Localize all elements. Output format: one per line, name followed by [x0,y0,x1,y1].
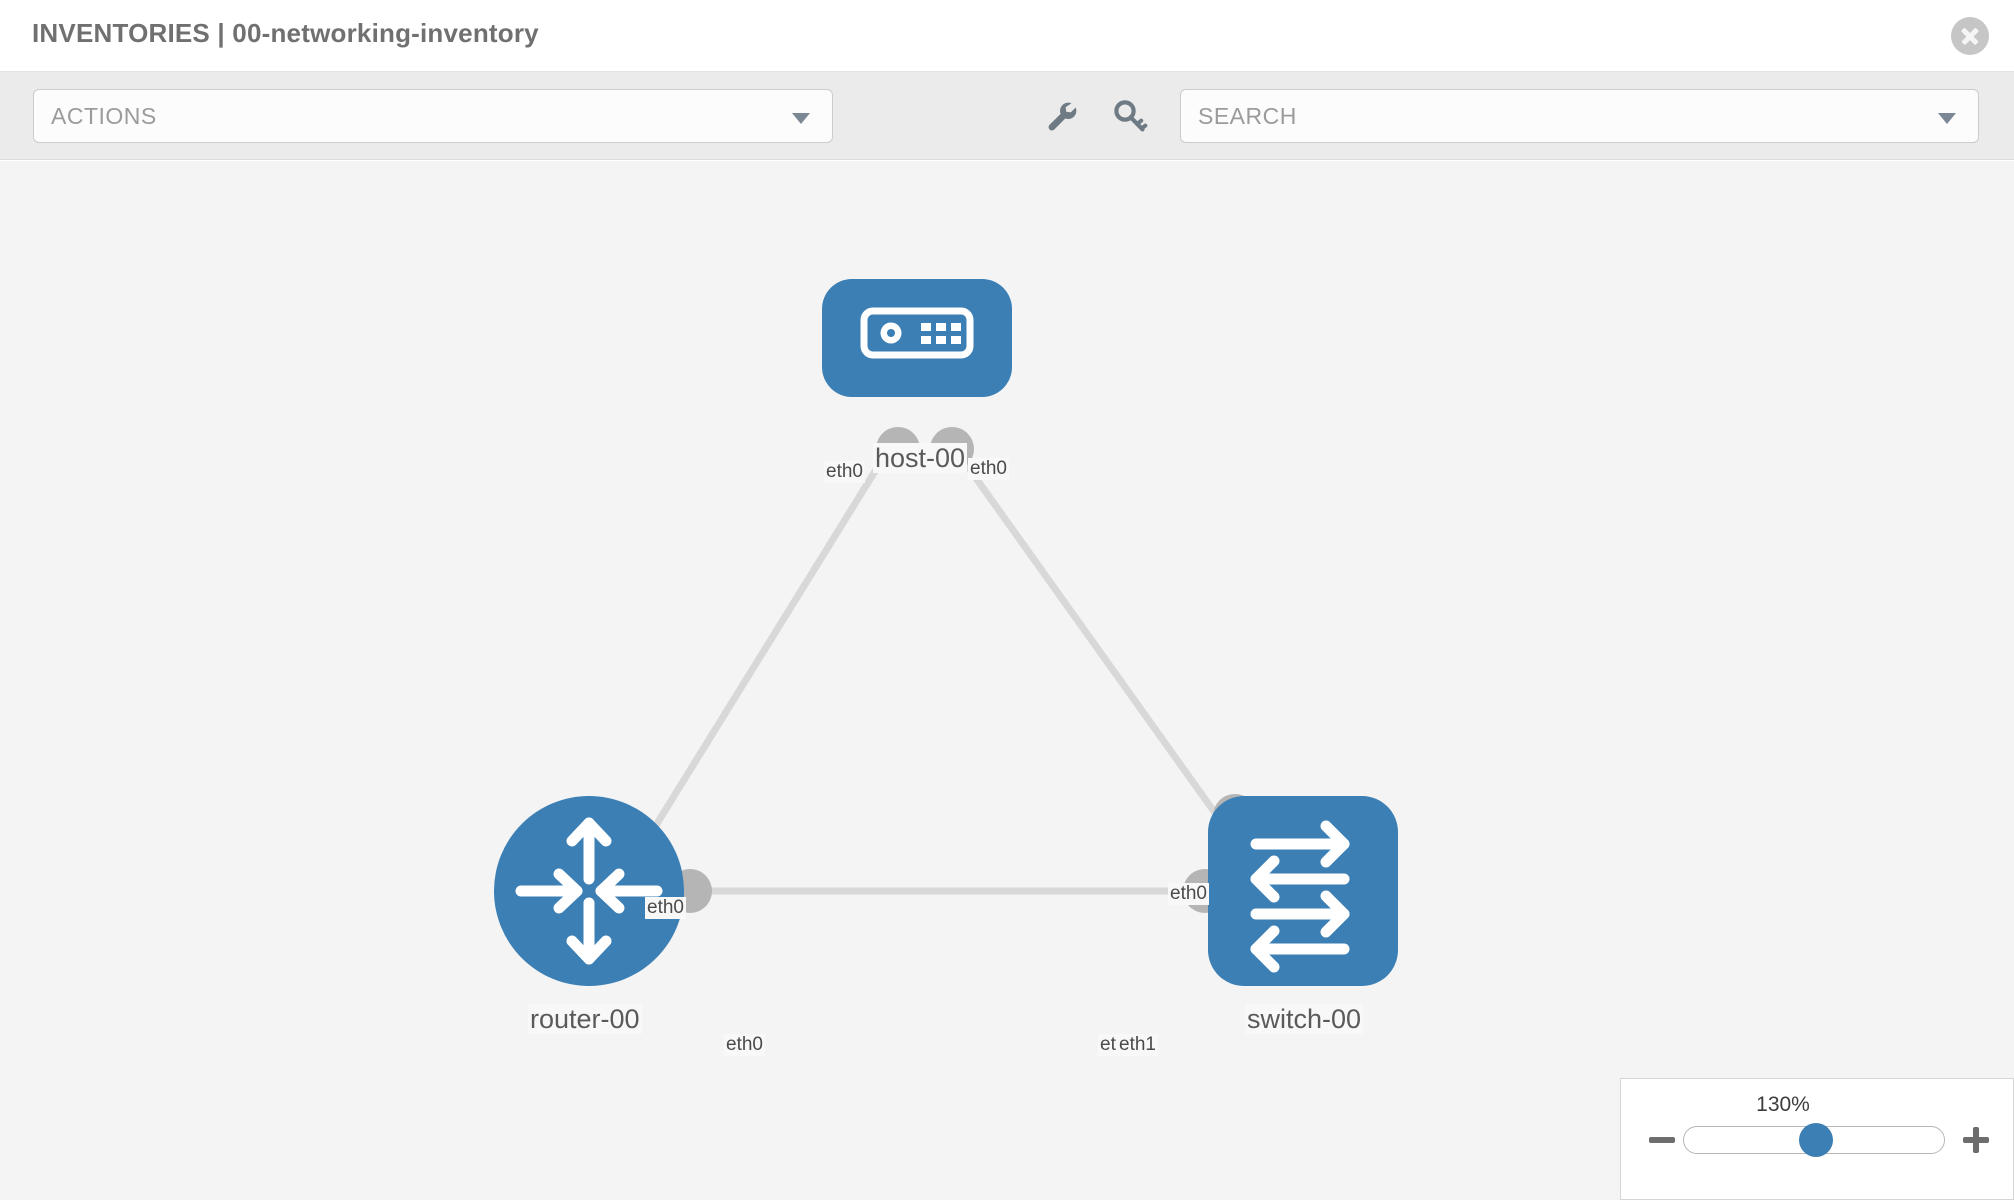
edge-host-router[interactable] [637,437,898,853]
switch-arrows-icon [1250,820,1350,973]
edge-label-host-router-near-host: eth0 [824,461,865,483]
node-label-router-00: router-00 [528,1004,642,1035]
key-icon[interactable] [1109,96,1151,138]
page-header: INVENTORIES | 00-networking-inventory [0,0,2014,72]
node-host-00[interactable] [822,279,1012,397]
edge-group [637,436,1238,895]
node-router-shape[interactable] [494,796,684,986]
node-label-switch-00: switch-00 [1245,1004,1364,1035]
close-circle-icon[interactable] [1951,17,1989,55]
node-host-shape[interactable] [822,279,1012,397]
edge-label-router-switch-near-switch: eth1 [1117,1034,1158,1056]
edge-label-host-router-near-router: eth0 [645,897,686,919]
edge-label-host-switch-near-host: eth0 [968,458,1009,480]
zoom-level-value: 130% [1756,1093,1810,1116]
wrench-icon[interactable] [1041,96,1083,138]
node-label-host-00: host-00 [873,443,968,474]
edge-label-router-switch-near-router: eth0 [724,1034,765,1056]
topology-canvas[interactable]: host-00 router-00 switch-00 eth0 eth0 et… [0,161,2014,1200]
chevron-down-icon[interactable] [1938,113,1956,124]
page-title: INVENTORIES | 00-networking-inventory [32,18,539,48]
actions-dropdown[interactable]: ACTIONS [33,89,833,143]
router-arrows-icon [515,817,663,965]
chevron-down-icon [792,113,810,124]
toolbar: ACTIONS SEARCH [0,72,2014,160]
zoom-slider[interactable] [1683,1123,1945,1157]
actions-dropdown-label: ACTIONS [51,103,157,129]
node-router-00[interactable] [494,796,684,986]
minus-icon[interactable] [1647,1125,1677,1155]
zoom-slider-thumb[interactable] [1799,1123,1833,1157]
node-switch-00[interactable] [1208,796,1398,986]
search-input[interactable]: SEARCH [1180,89,1979,143]
node-switch-shape[interactable] [1208,796,1398,986]
edge-host-switch[interactable] [945,436,1238,844]
zoom-control-panel: 130% [1620,1078,2014,1200]
edge-label-host-switch-near-switch: eth0 [1168,883,1209,905]
server-icon [860,307,974,359]
topology-graph [494,279,1398,986]
connector-group [668,427,1257,913]
plus-icon[interactable] [1961,1125,1991,1155]
search-placeholder: SEARCH [1198,103,1297,129]
